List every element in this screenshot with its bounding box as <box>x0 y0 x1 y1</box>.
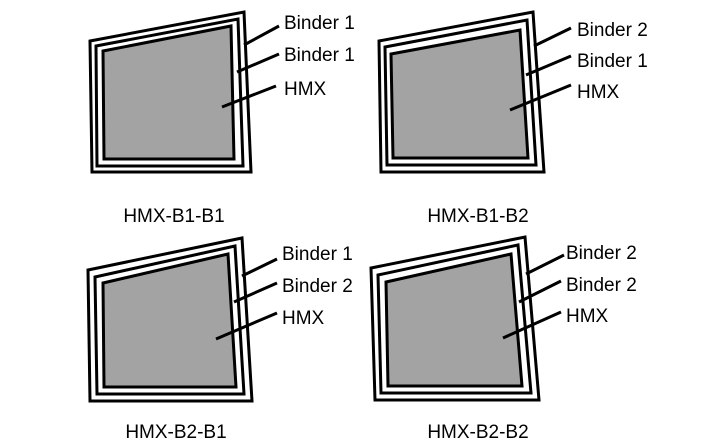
label-outer-layer: Binder 2 <box>566 243 637 264</box>
leader-line-core <box>509 83 572 112</box>
panel-caption: HMX-B2-B2 <box>427 422 528 442</box>
label-inner-layer: Binder 1 <box>577 51 648 72</box>
leader-line-outer <box>525 253 565 276</box>
label-inner-layer: Binder 2 <box>566 275 637 296</box>
leader-line-core <box>502 310 562 340</box>
label-core: HMX <box>282 308 325 329</box>
leader-line-outer <box>241 257 278 278</box>
hmx-core <box>101 24 236 161</box>
leader-line-outer <box>533 26 572 48</box>
leader-line-inner <box>525 54 572 77</box>
leader-line-outer <box>243 24 280 47</box>
label-outer-layer: Binder 1 <box>284 13 355 34</box>
label-core: HMX <box>577 82 620 103</box>
leader-line-inner <box>236 52 280 74</box>
panel-hmx-b1-b1: Binder 1 Binder 1 HMX HMX-B1-B1 <box>88 10 355 227</box>
panel-caption: HMX-B2-B1 <box>125 422 226 442</box>
label-outer-layer: Binder 1 <box>282 244 353 265</box>
hmx-core <box>384 252 524 388</box>
hmx-core <box>101 252 238 389</box>
hmx-core <box>389 28 530 160</box>
panel-caption: HMX-B1-B2 <box>427 206 528 227</box>
panel-hmx-b2-b1: Binder 1 Binder 2 HMX HMX-B2-B1 <box>86 236 353 442</box>
label-core: HMX <box>566 306 609 327</box>
leader-line-inner <box>233 281 278 304</box>
label-inner-layer: Binder 2 <box>282 276 353 297</box>
panel-hmx-b1-b2: Binder 2 Binder 1 HMX HMX-B1-B2 <box>377 10 648 227</box>
panel-hmx-b2-b2: Binder 2 Binder 2 HMX HMX-B2-B2 <box>369 235 637 442</box>
leader-line-core <box>215 311 278 341</box>
label-core: HMX <box>284 79 327 100</box>
label-inner-layer: Binder 1 <box>284 45 355 66</box>
label-outer-layer: Binder 2 <box>577 20 648 41</box>
leader-line-inner <box>518 279 562 304</box>
panel-caption: HMX-B1-B1 <box>123 206 224 227</box>
leader-line-core <box>221 84 277 109</box>
